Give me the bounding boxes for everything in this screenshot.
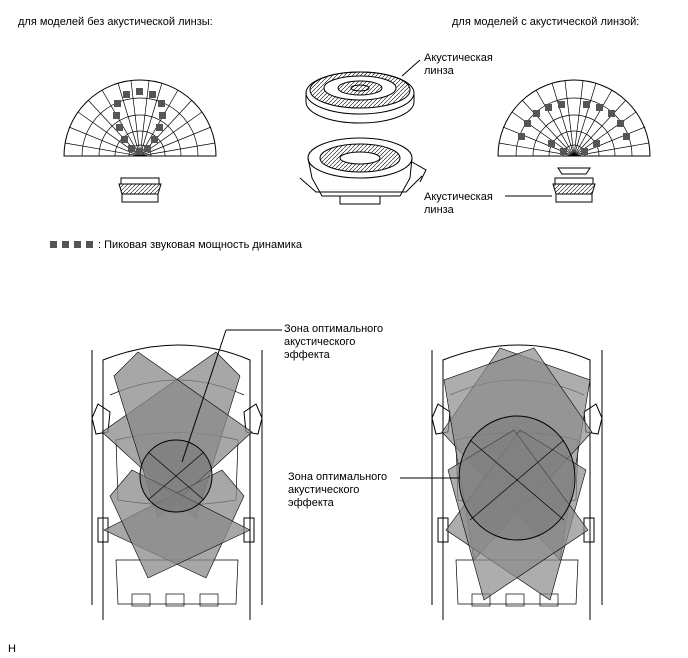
polar-pattern-without-lens — [63, 79, 217, 157]
legend-text: : Пиковая звуковая мощность динамика — [98, 239, 302, 251]
peak-markers-with-lens — [518, 101, 630, 155]
polar-pattern-with-lens — [497, 79, 651, 157]
footer-code: H — [8, 643, 16, 655]
speaker-with-lens — [505, 167, 596, 203]
callout-lens-top: Акустическая линза — [424, 52, 493, 77]
speaker-unit-part — [299, 137, 427, 205]
car-without-lens — [91, 329, 282, 620]
car-with-lens — [400, 344, 603, 620]
legend-markers — [50, 241, 93, 248]
heading-with-lens: для моделей с акустической линзой: — [452, 16, 640, 28]
callout-zone-left: Зона оптимального акустического эффекта — [284, 323, 384, 361]
callout-zone-right: Зона оптимального акустического эффекта — [288, 471, 388, 509]
speaker-without-lens — [118, 177, 162, 203]
acoustic-lens-part — [305, 59, 421, 124]
callout-lens-bottom: Акустическая линза — [424, 191, 493, 216]
heading-without-lens: для моделей без акустической линзы: — [18, 16, 213, 28]
peak-markers-without-lens — [113, 88, 166, 155]
optimal-zone-right — [458, 415, 576, 541]
